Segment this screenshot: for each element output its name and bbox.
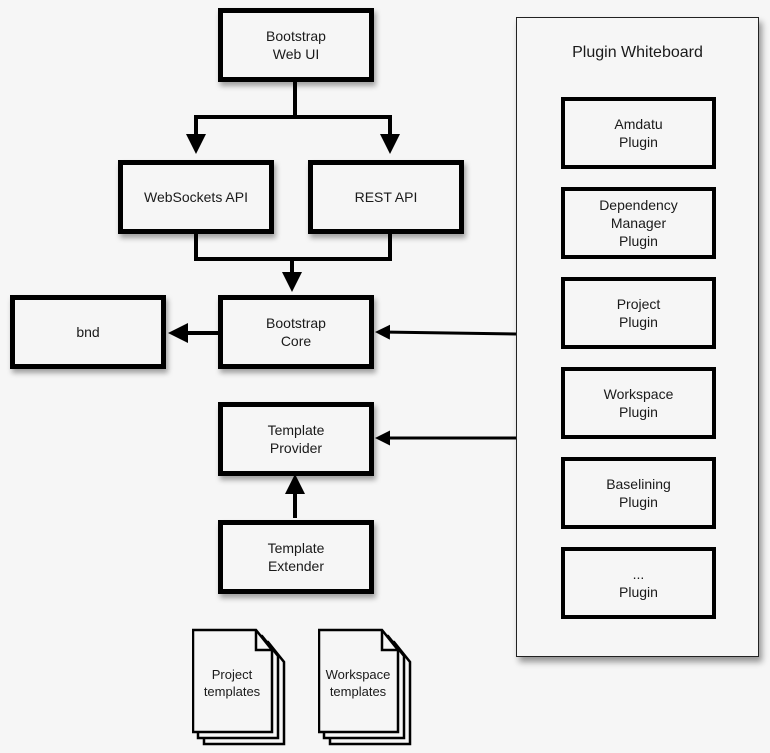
plugin-workspace: Workspace Plugin bbox=[561, 367, 716, 439]
document-stack-workspace-templates: Workspace templates bbox=[317, 628, 414, 748]
node-template-provider: Template Provider bbox=[218, 402, 374, 476]
document-stack-icon bbox=[191, 628, 286, 746]
document-label: Workspace templates bbox=[325, 667, 391, 699]
document-stack-icon bbox=[317, 628, 412, 746]
edge-webui-split bbox=[196, 82, 390, 119]
node-bootstrap-core: Bootstrap Core bbox=[218, 295, 374, 369]
node-bootstrap-web-ui: Bootstrap Web UI bbox=[218, 8, 374, 82]
plugin-project: Project Plugin bbox=[561, 277, 716, 349]
plugin-whiteboard-panel: Plugin Whiteboard Amdatu Plugin Dependen… bbox=[516, 17, 759, 657]
plugin-baselining: Baselining Plugin bbox=[561, 457, 716, 529]
plugin-ellipsis: ... Plugin bbox=[561, 547, 716, 619]
document-label: Project templates bbox=[203, 667, 261, 699]
document-stack-project-templates: Project templates bbox=[191, 628, 288, 748]
plugin-dependency-manager: Dependency Manager Plugin bbox=[561, 187, 716, 259]
panel-title: Plugin Whiteboard bbox=[572, 44, 703, 61]
edge-apis-merge bbox=[194, 233, 392, 261]
edge-whiteboard-core bbox=[375, 324, 517, 340]
node-websockets-api: WebSockets API bbox=[118, 160, 274, 234]
plugin-amdatu: Amdatu Plugin bbox=[561, 97, 716, 169]
node-bnd: bnd bbox=[10, 295, 166, 369]
node-rest-api: REST API bbox=[308, 160, 464, 234]
node-template-extender: Template Extender bbox=[218, 520, 374, 594]
